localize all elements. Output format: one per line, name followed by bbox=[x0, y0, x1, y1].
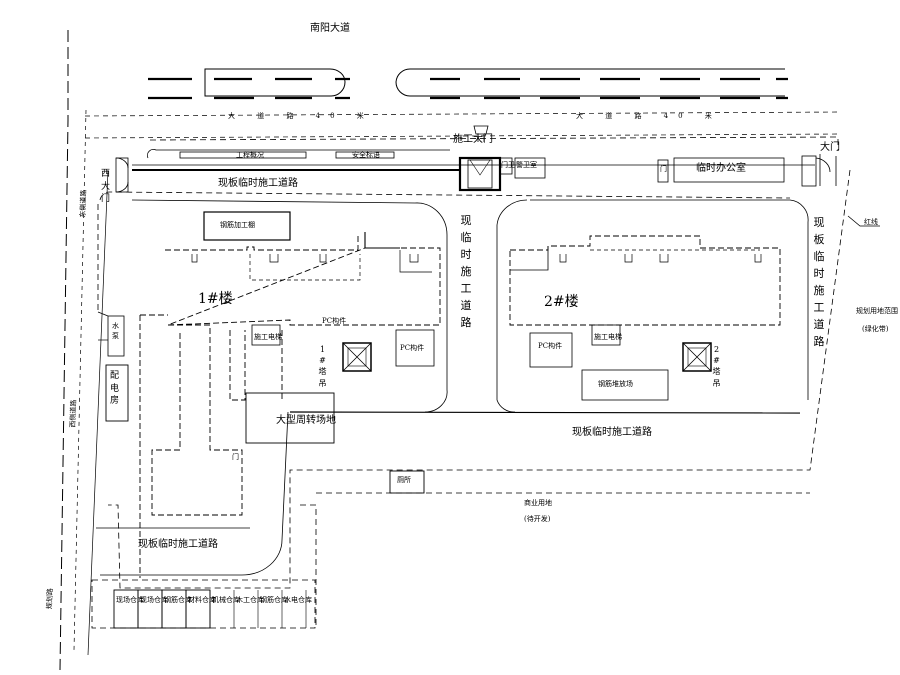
pc-yard-2-label: PC构件 bbox=[538, 342, 563, 350]
pc-3-label: PC构件 bbox=[322, 317, 347, 325]
pc-yard-1-label: PC构件 bbox=[400, 344, 425, 352]
top-road bbox=[84, 68, 841, 139]
shed-label-5: 机械仓库 bbox=[212, 596, 240, 604]
temp-road-top-label: 现板临时施工道路 bbox=[218, 178, 298, 189]
electric-label: 配电房 bbox=[110, 371, 120, 407]
east-leader bbox=[847, 215, 880, 227]
building-1-wing bbox=[139, 314, 283, 578]
main-gate bbox=[458, 125, 546, 192]
building-1 bbox=[165, 232, 441, 326]
crane-1-symbol bbox=[342, 342, 372, 372]
crane-2-label: 2#塔吊 bbox=[712, 345, 721, 388]
east-plot-label: 规划用地范围 bbox=[856, 307, 898, 315]
small-label-b: 门 bbox=[232, 453, 239, 461]
west-gate-label: 西大门 bbox=[101, 169, 111, 205]
right-inner-road bbox=[496, 199, 809, 413]
crane-2-symbol bbox=[682, 342, 712, 372]
temp-office bbox=[673, 157, 785, 183]
shed-label-3: 钢筋仓库 bbox=[164, 596, 192, 604]
temp-road-middle-label: 现临时施工道路 bbox=[460, 214, 472, 330]
shed-label-4: 材料仓库 bbox=[188, 596, 216, 604]
lift-2-box bbox=[591, 324, 621, 346]
shed-label-1: 现场仓库 bbox=[116, 596, 144, 604]
water-tank-label: 水泵 bbox=[112, 322, 119, 340]
temp-road-bottom-label: 现板临时施工道路 bbox=[572, 427, 652, 438]
pc-yard-3 bbox=[581, 369, 669, 401]
building-2 bbox=[509, 235, 781, 326]
west-road bbox=[59, 30, 109, 671]
shed-label-2: 现场仓库 bbox=[140, 596, 168, 604]
site-boundary bbox=[91, 136, 851, 629]
small-box-office bbox=[657, 159, 669, 183]
pc-yard-3-label: 钢筋堆放场 bbox=[598, 380, 633, 388]
red-line-label: 红线 bbox=[864, 218, 878, 226]
guard-house-label: 警卫室 bbox=[516, 161, 537, 169]
west-street-label: 西侧道路 bbox=[68, 399, 78, 428]
shed-label-8: 水电仓库 bbox=[284, 596, 312, 604]
left-inner-road bbox=[96, 199, 801, 576]
temp-road-lower-left-label: 现板临时施工道路 bbox=[138, 539, 218, 550]
small-office-label: 门 bbox=[660, 165, 667, 173]
east-boundary-label: 东侧道路 bbox=[78, 189, 88, 218]
west-gate bbox=[115, 157, 129, 193]
building-1-label: 1#楼 bbox=[198, 291, 233, 307]
shed-label-7: 钢筋仓库 bbox=[260, 596, 288, 604]
lift-2-label: 施工电梯 bbox=[594, 333, 622, 341]
toilet-label: 厕所 bbox=[397, 476, 411, 484]
shed-label-6: 木工仓库 bbox=[236, 596, 264, 604]
processing-shed-label: 钢筋加工棚 bbox=[220, 221, 255, 229]
crane-1-label: 1#塔吊 bbox=[318, 345, 327, 388]
south-plot-label: 商业用地 bbox=[524, 499, 552, 507]
east-plot-sub-label: (绿化带) bbox=[862, 325, 889, 333]
top-mid-sign-label: 安全标语 bbox=[352, 151, 380, 159]
main-gate-label: 施工大门 bbox=[453, 134, 493, 145]
pc-yard-1 bbox=[395, 329, 435, 367]
sheds-row bbox=[113, 589, 307, 629]
toilet-box bbox=[389, 470, 425, 494]
top-left-sign-label: 工程概况 bbox=[236, 151, 264, 159]
guard-small-label: 门卫 bbox=[501, 161, 515, 169]
lift-1-box bbox=[251, 324, 281, 346]
top-street-label: 南阳大道 bbox=[310, 23, 350, 34]
avenue-left-label: 大 道 路 40 米 bbox=[228, 112, 374, 120]
large-yard-label: 大型周转场地 bbox=[276, 415, 336, 426]
west-leader bbox=[97, 311, 109, 317]
east-gate bbox=[801, 154, 837, 187]
south-plot-sub-label: (待开发) bbox=[524, 515, 551, 523]
pc-yard-2 bbox=[529, 332, 573, 368]
building-2-label: 2#楼 bbox=[544, 294, 579, 310]
large-yard bbox=[245, 392, 335, 444]
electric-room bbox=[98, 315, 129, 422]
lift-1-label: 施工电梯 bbox=[254, 333, 282, 341]
avenue-right-label: 大 道 路 40 米 bbox=[576, 112, 722, 120]
east-gate-label: 大门 bbox=[820, 142, 840, 153]
temp-road-right-label: 现板临时施工道路 bbox=[813, 216, 825, 349]
west-street2-label: 规划路 bbox=[45, 588, 55, 610]
temp-office-label: 临时办公室 bbox=[696, 163, 746, 174]
processing-shed bbox=[203, 211, 291, 241]
